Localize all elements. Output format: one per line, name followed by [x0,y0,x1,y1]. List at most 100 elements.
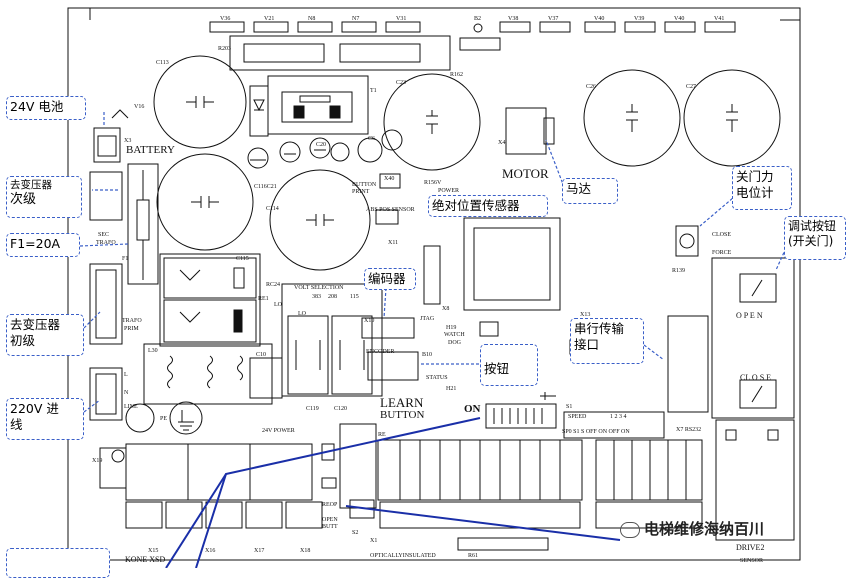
close-force-label-2: FORCE [712,250,732,256]
r139-label: R139 [672,268,686,274]
capacitor-c114 [269,169,371,271]
v16-label: V16 [134,104,145,110]
wiring [165,417,621,568]
button-print-label-1: BUTTON [352,182,377,188]
inductor-l30 [143,343,273,405]
s2-label: S2 [352,530,359,536]
capacitor-c26 [583,69,681,167]
v115-label: 115 [350,294,359,300]
board-outline [67,7,801,561]
callout-encoder: 编码器 [364,268,416,290]
serial-connector [667,315,709,413]
c10-label: C10 [256,352,267,358]
x10-label: X10 [364,318,375,324]
sec-trafo-label-2: TRAFO [96,240,116,246]
close-force-pot [675,225,699,257]
t1-label: T1 [370,88,377,94]
n7-label: N7 [352,16,360,22]
status-label: STATUS [426,375,448,381]
transformer-t1 [267,75,369,135]
x3-label: X3 [124,138,132,144]
x15-label: X15 [148,548,159,554]
learn-label: LEARN [380,395,424,410]
volt-selection-block [281,283,383,397]
board-inner-top [89,8,800,21]
v40-label: V40 [594,16,605,22]
callout-debug-button: 调试按钮(开关门) [784,216,846,260]
c114-label: C114 [266,206,279,212]
callout-prim-trafo: 去变压器初级 [6,314,84,356]
watch-label: WATCH [444,332,465,338]
rs232-label: X7 RS232 [676,427,702,433]
b10-label: B10 [422,352,433,358]
c113-label: C113 [156,60,169,66]
re-label: RE [378,432,386,438]
switch-panel [711,257,795,419]
r203-label: R203 [218,46,232,52]
sec-trafo-label-1: SEC [98,232,110,238]
pe-label: PE [160,416,168,422]
button-print-label-2: PRINT [352,189,370,195]
callout-bottom-partial [6,548,110,578]
volt-selection-label: VOLT SELECTION [294,285,344,291]
watermark-text: 电梯维修海纳百川 [644,520,765,538]
abs-pos-label: ABS POS SENSOR [366,207,415,213]
c23-label: C23 [396,80,407,86]
c6-label: C6 [368,136,376,142]
battery-label: BATTERY [126,144,175,156]
lo-label-1: LO [298,311,306,317]
v383-label: 383 [312,294,321,300]
opto-label: OPTICALLYINSULATED [370,553,436,559]
c26-label: C26 [586,84,597,90]
x1-label: X1 [370,538,378,544]
line-label: LINE [124,404,138,410]
button-label: BUTTON [380,409,425,421]
dog-label: DOG [448,340,461,346]
c120-label: C120 [334,406,348,412]
callout-sec-trafo: 去变压器次级 [6,176,82,218]
sensor-label: SENSOR [740,558,764,564]
motor-connector-x4 [505,107,547,155]
trafo-prim-label-1: TRAFO [122,318,142,324]
encoder-label: ENCODER [366,349,395,355]
c20-label: C20 [316,142,327,148]
reop-label-2: OPEN [322,517,338,523]
callout-button: 按钮 [480,344,538,386]
callout-fuse: F1=20A [6,233,80,257]
x13-label: X13 [580,312,591,318]
n8-label: N8 [308,16,316,22]
power-label: POWER [438,188,459,194]
capacitor-c27 [683,69,781,167]
sec-trafo-connector [89,171,123,221]
trafo-prim-label-2: PRIM [124,326,139,332]
x16-label: X16 [205,548,216,554]
v37-label: V37 [548,16,559,22]
rc24-label: RC24 [266,282,281,288]
on-label: ON [464,403,481,415]
reop-label-1: REOP [322,502,338,508]
n-label: N [124,390,129,396]
c119-label: C119 [306,406,319,412]
callout-close-force-pot: 关门力电位计 [732,166,792,210]
capacitor-c116 [156,153,254,251]
drive2-label: DRIVE2 [736,543,765,552]
r162-label: R162 [450,72,464,78]
v21-label: V21 [264,16,275,22]
jtag-label: JTAG [420,316,435,322]
callout-line-in: 220V 进线 [6,398,84,440]
x17-label: X17 [254,548,265,554]
v36-label: V36 [220,16,231,22]
r203-block [229,35,451,71]
v208-label: 208 [328,294,337,300]
x11-label: X11 [388,240,399,246]
x40-label: X40 [384,176,395,182]
r61-label: R61 [468,553,479,559]
c116-label: C116C21 [254,184,277,190]
power24-label: 24V POWER [262,428,295,434]
wechat-icon [620,521,640,538]
speed-nums-label: 1 2 3 4 [610,414,627,420]
capacitor-c113 [153,55,247,149]
jtag-block [463,217,561,311]
close-label: CL O S E [740,373,772,382]
kone-label: KONE XSD [125,555,166,564]
